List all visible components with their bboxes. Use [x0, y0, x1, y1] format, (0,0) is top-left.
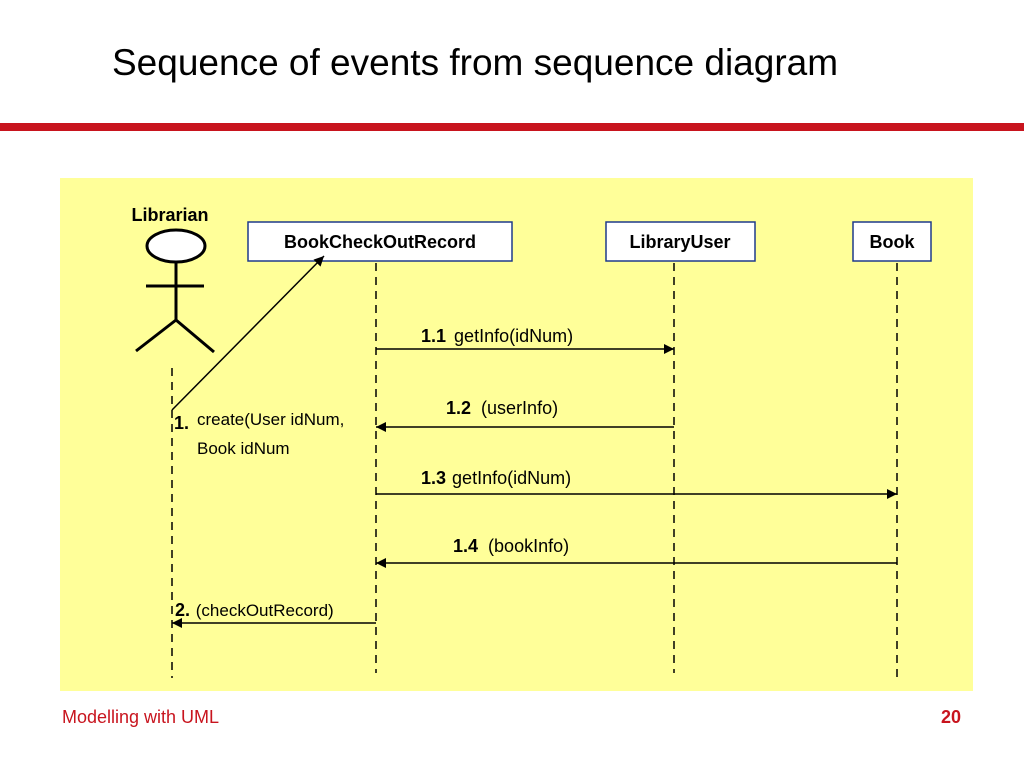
object-box-libraryuser [605, 221, 756, 262]
object-label-bookcheckoutrecord: BookCheckOutRecord [284, 232, 476, 252]
message-1-4-number: 1.4 [453, 536, 478, 556]
message-1-2-number: 1.2 [446, 398, 471, 418]
message-1-number: 1. [174, 413, 189, 433]
title-divider-bar [0, 123, 1024, 131]
message-1-1-label: 1.1 getInfo(idNum) [421, 326, 573, 346]
sequence-diagram: Librarian BookCheckOutRecord LibraryUser… [60, 178, 973, 691]
message-1-line-1: create(User idNum, [197, 410, 344, 429]
message-2-label: 2. (checkOutRecord) [175, 600, 334, 620]
object-label-libraryuser: LibraryUser [629, 232, 730, 252]
message-1-3-label: 1.3 getInfo(idNum) [421, 468, 571, 488]
message-arrow-1-create [171, 255, 325, 411]
page-number: 20 [940, 707, 961, 727]
message-1-2-text: (userInfo) [481, 398, 558, 418]
message-1-3-text: getInfo(idNum) [452, 468, 571, 488]
message-1-line-2: Book idNum [197, 439, 290, 458]
message-1-1-text: getInfo(idNum) [454, 326, 573, 346]
message-1-4-label: 1.4 (bookInfo) [453, 536, 569, 556]
slide-title: Sequence of events from sequence diagram [112, 42, 839, 83]
actor-stick-figure-icon [135, 228, 215, 354]
message-1-2-label: 1.2 (userInfo) [446, 398, 558, 418]
object-box-bookcheckoutrecord [247, 221, 513, 262]
message-1-4-text: (bookInfo) [488, 536, 569, 556]
actor-label: Librarian [131, 205, 208, 225]
object-label-book: Book [870, 232, 916, 252]
message-2-text: (checkOutRecord) [196, 601, 334, 620]
message-1-3-number: 1.3 [421, 468, 446, 488]
footer-course-title: Modelling with UML [62, 707, 220, 727]
message-2-number: 2. [175, 600, 190, 620]
message-1-1-number: 1.1 [421, 326, 446, 346]
diagram-background [60, 178, 973, 691]
object-box-book [852, 221, 932, 262]
